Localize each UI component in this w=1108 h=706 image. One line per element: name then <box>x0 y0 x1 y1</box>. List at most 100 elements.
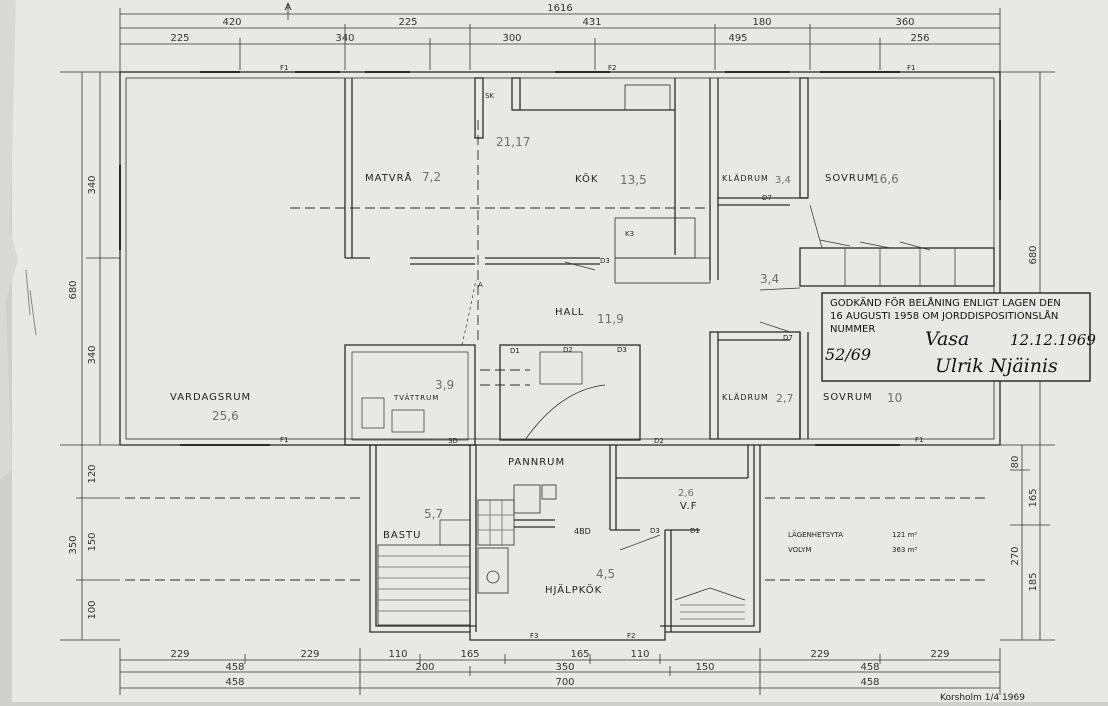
tag-sd: SD <box>448 437 458 445</box>
dim-right-lower-3: 185 <box>1028 572 1039 591</box>
dim-right-lower-total: 270 <box>1010 546 1021 565</box>
tag-d7-top: D7 <box>762 194 772 202</box>
dim-bottom-3: 110 <box>388 649 407 660</box>
tag-f1-bottom-right: F1 <box>915 436 923 444</box>
dim-top-1: 420 <box>222 17 241 28</box>
approval-stamp: GODKÄND FÖR BELÅNING ENLIGT LAGEN DEN 16… <box>821 292 1096 382</box>
tag-d2-door: D2 <box>654 437 664 445</box>
dim-bottom-5: 165 <box>570 649 589 660</box>
tag-f1-top: F1 <box>280 64 288 72</box>
dim-bottom-2: 229 <box>300 649 319 660</box>
tag-f1-top-right: F1 <box>907 64 915 72</box>
dim-bottom-row3-1: 458 <box>225 677 244 688</box>
room-sovrum-bottom-area: 10 <box>887 391 902 405</box>
leader-lines <box>461 204 931 551</box>
dim-bottom-6: 110 <box>630 649 649 660</box>
windows <box>119 71 1001 446</box>
dim-bottom-row2-4: 150 <box>695 662 714 673</box>
area-table-lagenhetsyta-label: LÄGENHETSYTA <box>788 530 843 539</box>
tag-d7-bottom: D7 <box>783 334 793 342</box>
dim-bottom-4: 165 <box>460 649 479 660</box>
tag-a-mark: A <box>478 281 483 289</box>
dim-top-row2-1: 225 <box>170 33 189 44</box>
dim-top-4: 180 <box>752 17 771 28</box>
room-hjalpkok-name: HJÄLPKÖK <box>545 583 602 596</box>
room-hall-name: HALL <box>555 307 585 318</box>
dim-bottom-1: 229 <box>170 649 189 660</box>
room-kladrum-bottom-area: 2,7 <box>776 392 794 405</box>
dim-left-upper-2: 340 <box>87 345 98 364</box>
room-tvattrum-name: TVÄTTRUM <box>393 393 439 402</box>
stamp-signature: Ulrik Njäinis <box>935 355 1058 377</box>
tag-d2: D2 <box>563 346 573 354</box>
footer-note: Korsholm 1/4 1969 <box>940 693 1025 702</box>
dim-right-total: 680 <box>1028 245 1039 264</box>
dim-top-row2-2: 340 <box>335 33 354 44</box>
walls <box>119 71 1001 641</box>
dim-left-lower-total: 350 <box>68 535 79 554</box>
room-hjalpkok-area: 4,5 <box>596 567 615 581</box>
dim-bottom-8: 229 <box>930 649 949 660</box>
left-dimension-lines <box>60 71 120 641</box>
stamp-number: 52/69 <box>825 345 871 364</box>
dim-top-2: 225 <box>398 17 417 28</box>
room-kok-top-area: 21,17 <box>496 135 530 149</box>
dim-top-row2-5: 256 <box>910 33 929 44</box>
room-kok-name: KÖK <box>575 172 598 185</box>
room-vardagsrum-name: VARDAGSRUM <box>170 392 251 403</box>
tag-f2-top: F2 <box>608 64 616 72</box>
dim-bottom-row2-2: 200 <box>415 662 434 673</box>
dim-left-lower-3: 100 <box>87 600 98 619</box>
room-matvra-area: 7,2 <box>422 170 441 184</box>
tag-d3-annex: D3 <box>650 527 660 535</box>
dim-bottom-row2-5: 458 <box>860 662 879 673</box>
dim-top-5: 360 <box>895 17 914 28</box>
room-sovrum-bottom-name: SOVRUM <box>823 392 873 403</box>
tag-4bd: 4BD <box>574 527 591 536</box>
tag-d3-hall: D3 <box>617 346 627 354</box>
tag-sk: SK <box>485 92 494 100</box>
room-kladrum-bottom-name: KLÄDRUM <box>722 392 769 402</box>
room-pannrum-area: 5,7 <box>424 507 443 521</box>
area-table-volym-label: VOLYM <box>788 546 811 554</box>
dim-top-row2-3: 300 <box>502 33 521 44</box>
room-sovrum-top-name: SOVRUM <box>825 173 875 184</box>
room-tvattrum-area: 3,9 <box>435 378 454 392</box>
margin-scribble <box>25 269 31 316</box>
tag-f3: F3 <box>530 632 538 640</box>
torn-paper-edge <box>0 0 18 480</box>
margin-scribble <box>29 289 37 336</box>
dim-right-lower-2: 165 <box>1028 488 1039 507</box>
room-matvra-name: MATVRÅ <box>365 171 412 184</box>
top-dimension-lines <box>119 4 1001 72</box>
dim-left-total: 680 <box>68 280 79 299</box>
dim-bottom-row2-1: 458 <box>225 662 244 673</box>
stamp-frame <box>821 292 1091 382</box>
tag-f1-bottom: F1 <box>280 436 288 444</box>
room-vardagsrum-area: 25,6 <box>212 409 239 423</box>
area-table-volym-value: 363 m³ <box>892 546 917 554</box>
room-vf-area: 2,6 <box>678 488 694 499</box>
tag-d1-annex: D1 <box>690 527 700 535</box>
stamp-line-2: 16 AUGUSTI 1958 OM JORDDISPOSITIONSLÅN <box>830 309 1058 322</box>
room-kladrum-top-name: KLÄDRUM <box>722 173 769 183</box>
bottom-dimension-lines <box>119 648 1001 695</box>
hidden-lines <box>125 120 990 581</box>
stamp-line-1: GODKÄND FÖR BELÅNING ENLIGT LAGEN DEN <box>830 296 1061 309</box>
stamp-date: 12.12.1969 <box>1010 331 1096 349</box>
tag-d3: D3 <box>600 257 610 265</box>
dim-bottom-7: 229 <box>810 649 829 660</box>
room-vf-name: V.F <box>680 501 697 512</box>
room-sovrum-top-area: 16,6 <box>872 172 899 186</box>
tag-k3: K3 <box>625 230 634 238</box>
stamp-place: Vasa <box>925 328 969 350</box>
grid-label-a: A <box>285 2 292 13</box>
tag-f2-bottom: F2 <box>627 632 635 640</box>
dim-top-3: 431 <box>582 17 601 28</box>
dim-bottom-row3-2: 700 <box>555 677 574 688</box>
corridor-area: 3,4 <box>760 272 779 286</box>
dim-left-upper-1: 340 <box>87 175 98 194</box>
area-table-lagenhetsyta-value: 121 m² <box>892 531 917 539</box>
room-hall-area: 11,9 <box>597 312 624 326</box>
